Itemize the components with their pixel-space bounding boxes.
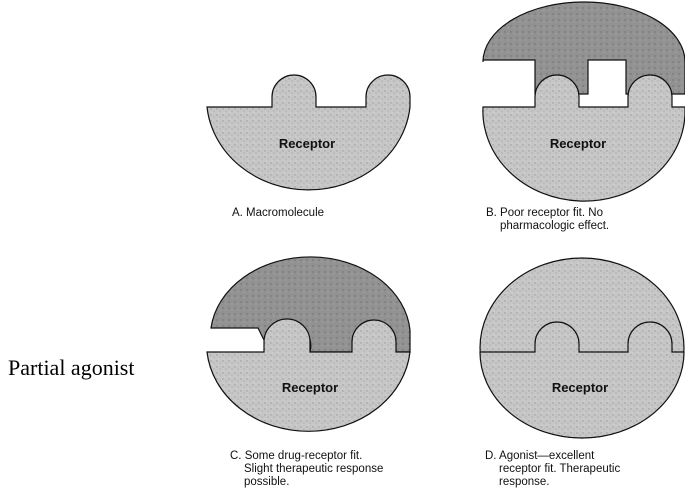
panel-d-agonist: Receptor [480, 258, 684, 438]
panel-b-poor-fit: Receptor [483, 2, 685, 201]
caption-d-line-2: receptor fit. Therapeutic [485, 463, 620, 476]
caption-a-line-1: A. Macromolecule [232, 207, 324, 220]
panel-c-partial-fit: Receptor [207, 257, 410, 431]
caption-c-line-1: C. Some drug-receptor fit. [230, 450, 383, 463]
receptor-a [207, 75, 410, 190]
caption-c: C. Some drug-receptor fit. Slight therap… [230, 450, 383, 489]
caption-a: A. Macromolecule [232, 207, 324, 220]
caption-c-line-2: Slight therapeutic response [230, 463, 383, 476]
caption-b-line-2: pharmacologic effect. [486, 220, 609, 233]
caption-c-line-3: possible. [230, 476, 383, 489]
receptor-c [207, 319, 410, 431]
caption-d-line-3: response. [485, 476, 620, 489]
panel-a-macromolecule: Receptor [207, 75, 410, 190]
receptor-label-c: Receptor [282, 380, 338, 395]
caption-b-line-1: B. Poor receptor fit. No [486, 207, 609, 220]
caption-b: B. Poor receptor fit. No pharmacologic e… [486, 207, 609, 233]
caption-d-line-1: D. Agonist—excellent [485, 450, 620, 463]
receptor-label-b: Receptor [550, 136, 606, 151]
caption-d: D. Agonist—excellent receptor fit. Thera… [485, 450, 620, 489]
receptor-label-a: Receptor [279, 136, 335, 151]
receptor-label-d: Receptor [552, 380, 608, 395]
partial-agonist-label: Partial agonist [8, 355, 134, 381]
